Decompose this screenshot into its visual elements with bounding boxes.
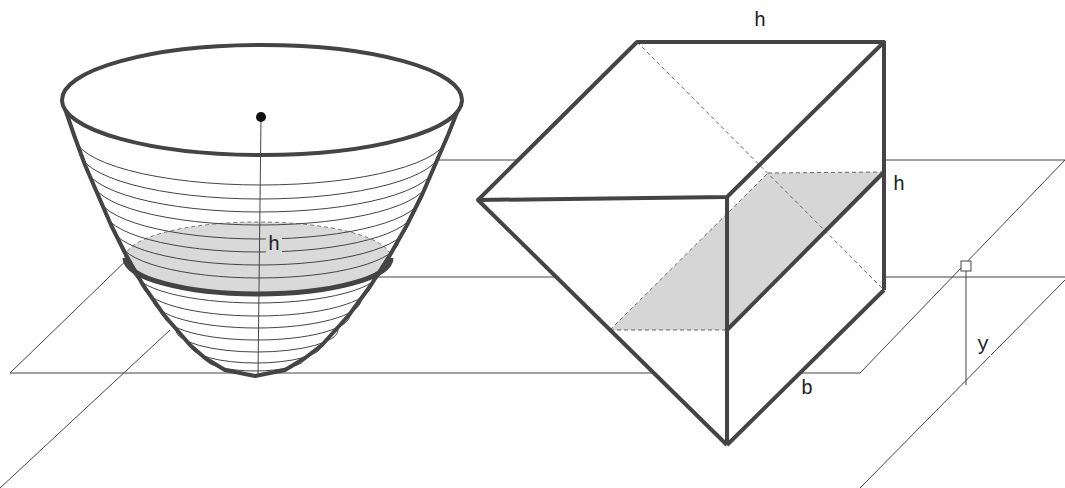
edge-length-label: h xyxy=(891,174,907,196)
height-label: y xyxy=(975,334,991,356)
height-label: h xyxy=(266,234,282,256)
prism xyxy=(478,42,884,445)
edge-length-label: b xyxy=(799,378,815,400)
edge-length-label: h xyxy=(752,10,768,32)
paraboloid-bowl xyxy=(62,45,462,376)
